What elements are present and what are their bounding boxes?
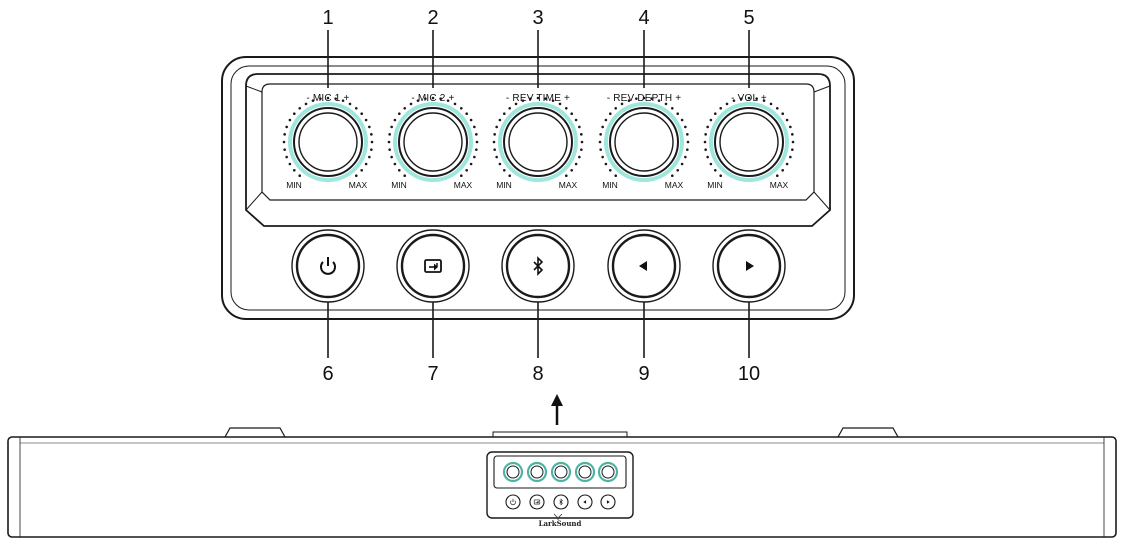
mini-knob-2: [526, 461, 548, 483]
bluetooth-icon: [559, 498, 563, 506]
mini-knob-3: [550, 461, 572, 483]
control-panel: [221, 56, 855, 320]
button-face[interactable]: [400, 233, 466, 299]
knob-cap: [403, 112, 463, 172]
brand-logo-mark: [553, 513, 563, 520]
knob-cap: [508, 112, 568, 172]
callout-number: 5: [743, 7, 754, 29]
mini-button-6: [505, 494, 521, 510]
knob-bezel-outer: [245, 73, 831, 227]
knob-min-label: MIN: [707, 180, 723, 190]
bezel-corner-tl: [245, 85, 263, 93]
button-row: 6 7 8 9 10: [291, 229, 786, 385]
knob-max-label: MAX: [454, 180, 473, 190]
mini-knob-4: [574, 461, 596, 483]
knob-scale-dots: [492, 96, 584, 178]
knob-min-label: MIN: [286, 180, 302, 190]
knob-glow-ring: [288, 102, 368, 182]
soundbar-foot-left: [224, 427, 286, 438]
knob-bezel-inner: [261, 83, 815, 201]
knob-glow-ring: [709, 102, 789, 182]
button-10[interactable]: 10: [712, 229, 786, 385]
callout-number: 1: [322, 7, 333, 29]
knob-max-label: MAX: [665, 180, 684, 190]
bezel-corner-bl: [245, 191, 263, 211]
knob-cap: [614, 112, 674, 172]
callout-number: 9: [638, 363, 649, 385]
mini-knob-5: [597, 461, 619, 483]
button-9[interactable]: 9: [607, 229, 681, 385]
callout-number: 8: [532, 363, 543, 385]
knob-scale-dots: [598, 96, 690, 178]
callout-number: 2: [427, 7, 438, 29]
mini-button-7: [529, 494, 545, 510]
callout-number: 10: [738, 363, 760, 385]
knob-scale-dots: [282, 96, 374, 178]
input-source-icon: [533, 499, 541, 505]
knob-max-label: MAX: [349, 180, 368, 190]
callout-number: 3: [532, 7, 543, 29]
button-6[interactable]: 6: [291, 229, 365, 385]
bluetooth-icon: [533, 256, 544, 276]
input-source-icon: [424, 259, 442, 273]
callout-number: 6: [322, 363, 333, 385]
previous-icon: [639, 261, 647, 271]
mini-button-row: [505, 494, 616, 510]
knob-glow-ring: [498, 102, 578, 182]
button-7[interactable]: 7: [396, 229, 470, 385]
knob-min-label: MIN: [496, 180, 512, 190]
brand-logo: LarkSound: [539, 519, 582, 528]
power-icon: [320, 257, 336, 275]
callout-number: 4: [638, 7, 649, 29]
button-8[interactable]: 8: [501, 229, 575, 385]
bezel-corner-tr: [813, 85, 831, 93]
knob-scale-dots: [387, 96, 479, 178]
bezel-corner-br: [813, 191, 831, 211]
knob-max-label: MAX: [770, 180, 789, 190]
knob-cap: [298, 112, 358, 172]
knob-max-label: MAX: [559, 180, 578, 190]
callout-number: 7: [427, 363, 438, 385]
knob-min-label: MIN: [391, 180, 407, 190]
knob-glow-ring: [393, 102, 473, 182]
mini-knob-row: [502, 461, 619, 483]
soundbar: LarkSound: [7, 427, 1117, 538]
previous-icon: [583, 500, 587, 504]
mini-button-8: [553, 494, 569, 510]
knob-cap: [719, 112, 779, 172]
knob-glow-ring: [604, 102, 684, 182]
mini-knob-1: [502, 461, 524, 483]
knob-min-label: MIN: [602, 180, 618, 190]
next-icon: [746, 261, 754, 271]
mini-button-10: [600, 494, 616, 510]
knob-scale-dots: [703, 96, 795, 178]
power-icon: [510, 498, 516, 506]
arrow-up-icon: [551, 394, 563, 425]
mini-button-9: [577, 494, 593, 510]
next-icon: [606, 500, 610, 504]
soundbar-foot-right: [837, 427, 899, 438]
